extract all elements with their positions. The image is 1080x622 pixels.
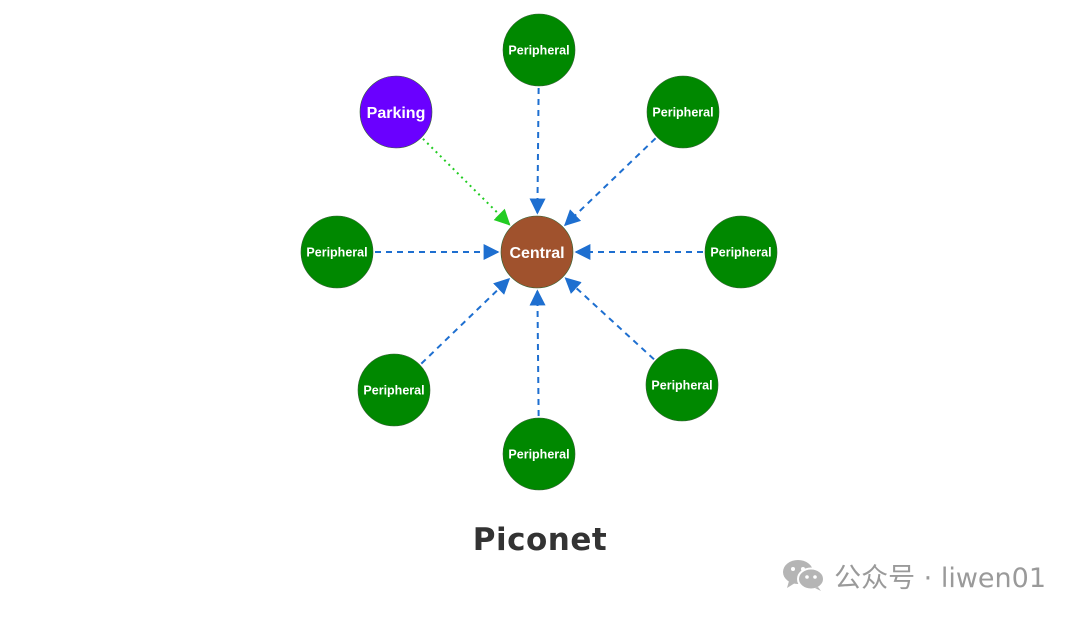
link-bottom — [529, 289, 546, 417]
peripheral-node-bottom-left: Peripheral — [357, 353, 431, 427]
peripheral-node-top-circle — [502, 13, 576, 87]
links-layer — [375, 87, 703, 417]
wechat-icon — [782, 558, 826, 592]
central-node-label: Central — [509, 245, 564, 262]
diagram-caption: Piconet — [472, 522, 608, 558]
peripheral-node-bottom-right-label: Peripheral — [651, 379, 712, 393]
peripheral-node-left-label: Peripheral — [306, 246, 367, 260]
watermark: 公众号 · liwen01 — [782, 556, 1046, 594]
peripheral-node-bottom-left-label: Peripheral — [363, 384, 424, 398]
link-top-right — [563, 137, 657, 227]
link-bottom-left — [420, 277, 511, 365]
peripheral-node-left-circle — [300, 215, 374, 289]
peripheral-node-right-circle — [704, 215, 778, 289]
nodes-layer: PeripheralPeripheralPeripheralPeripheral… — [300, 13, 778, 491]
peripheral-node-top-label: Peripheral — [508, 44, 569, 58]
peripheral-node-bottom: Peripheral — [502, 417, 576, 491]
link-bottom-right — [564, 277, 655, 361]
link-parking — [422, 138, 511, 226]
parking-node: Parking — [359, 75, 433, 149]
peripheral-node-top-right-label: Peripheral — [652, 106, 713, 120]
peripheral-node-bottom-left-circle — [357, 353, 431, 427]
peripheral-node-top-right-circle — [646, 75, 720, 149]
watermark-text: 公众号 · liwen01 — [834, 562, 1046, 594]
peripheral-node-bottom-right-circle — [645, 348, 719, 422]
parking-node-circle — [359, 75, 433, 149]
parking-node-label: Parking — [367, 105, 426, 122]
peripheral-node-top: Peripheral — [502, 13, 576, 87]
central-node-circle — [500, 215, 574, 289]
peripheral-node-top-right: Peripheral — [646, 75, 720, 149]
link-top — [529, 87, 546, 215]
peripheral-node-bottom-right: Peripheral — [645, 348, 719, 422]
peripheral-node-right-label: Peripheral — [710, 246, 771, 260]
peripheral-node-left: Peripheral — [300, 215, 374, 289]
peripheral-node-bottom-circle — [502, 417, 576, 491]
peripheral-node-bottom-label: Peripheral — [508, 448, 569, 462]
peripheral-node-right: Peripheral — [704, 215, 778, 289]
central-node: Central — [500, 215, 574, 289]
